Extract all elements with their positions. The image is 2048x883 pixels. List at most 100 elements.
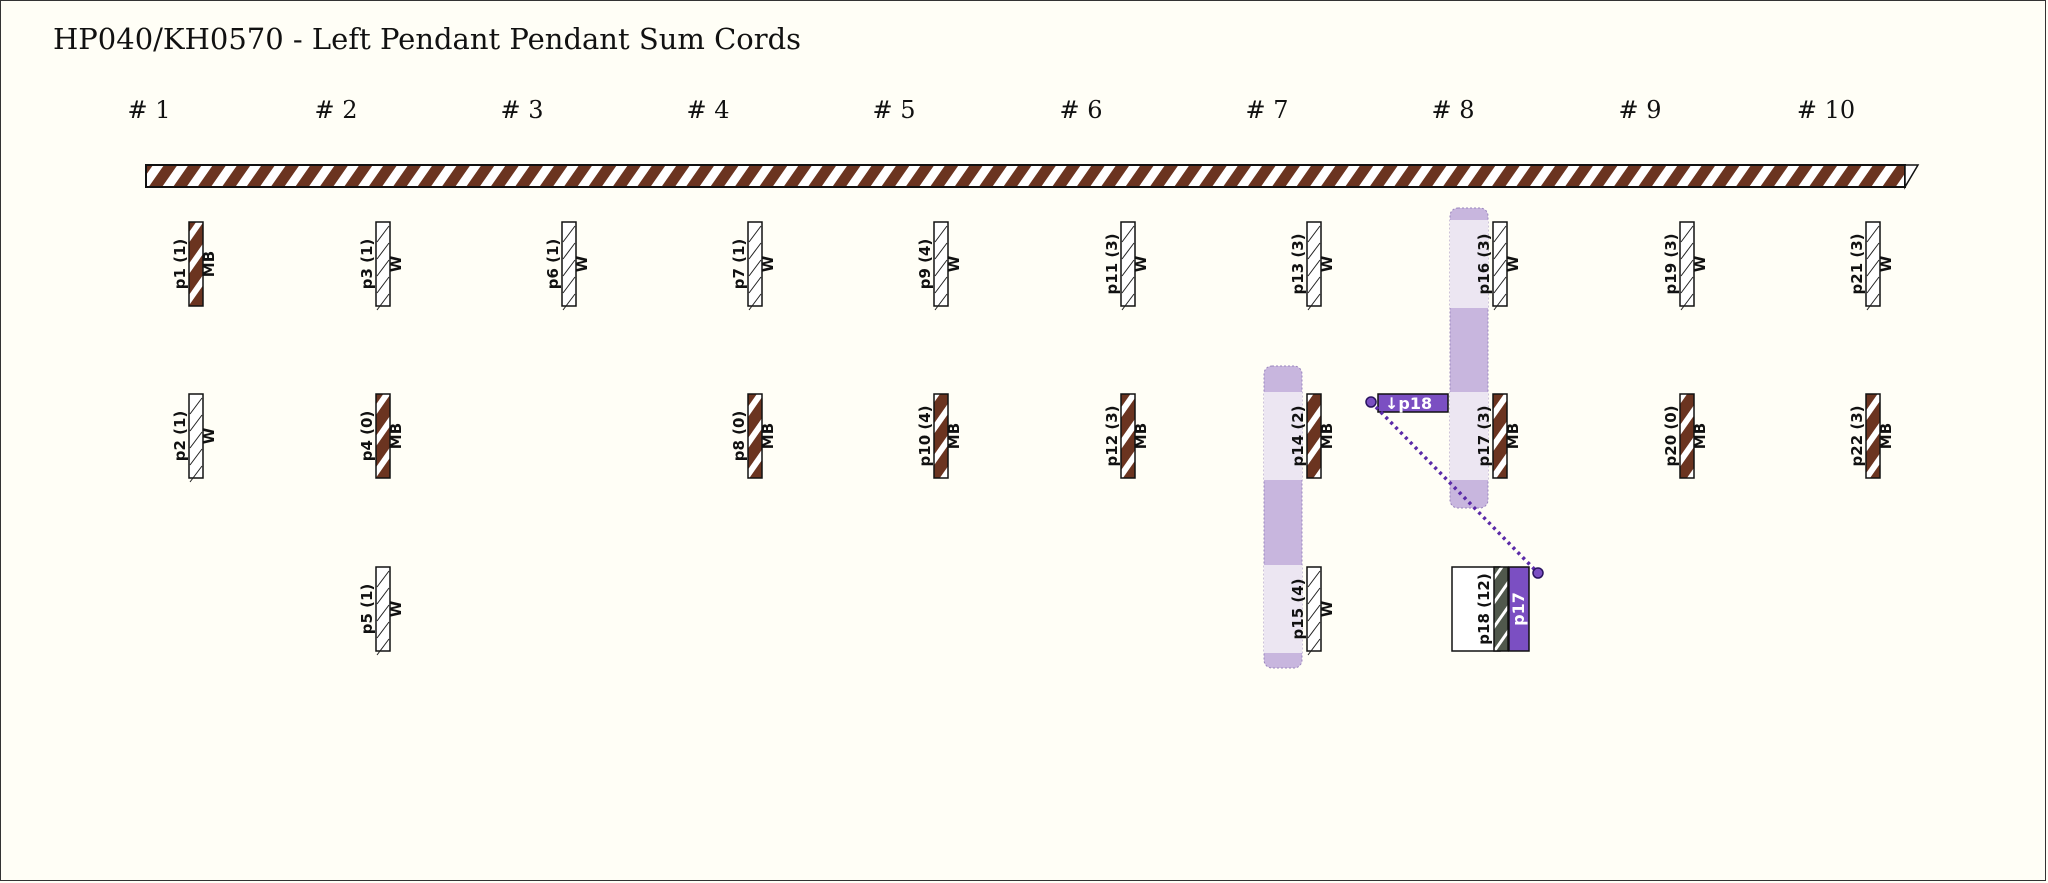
- cord-bar: [933, 393, 949, 479]
- cord-label: p5 (1): [358, 584, 376, 635]
- pendant-cord: p16 (3) W: [1475, 221, 1522, 311]
- cord-bar: [1865, 221, 1881, 307]
- cord-label: p19 (3): [1662, 234, 1680, 295]
- cord-label: p21 (3): [1848, 234, 1866, 295]
- cord-color-label: W: [1691, 255, 1709, 272]
- cord-color-label: MB: [1691, 423, 1709, 449]
- cord-color-label: MB: [1504, 423, 1522, 449]
- cord-color-label: W: [759, 255, 777, 272]
- cord-color-label: W: [945, 255, 963, 272]
- link-line: [1369, 400, 1540, 575]
- pendant-cord: p1 (1) MB: [171, 221, 218, 307]
- cord-color-label: MB: [759, 423, 777, 449]
- group-label-2: # 2: [314, 96, 357, 124]
- pendant-cord: p21 (3) W: [1848, 221, 1895, 311]
- cord-label: p7 (1): [730, 239, 748, 290]
- pendant-cord: p8 (0) MB: [730, 393, 777, 479]
- cord-label: p2 (1): [171, 411, 189, 462]
- cord-color-label: W: [387, 600, 405, 617]
- group-label-1: # 1: [127, 96, 170, 124]
- link-tag-down-label: p17: [1509, 592, 1528, 626]
- cord-label: p14 (2): [1289, 406, 1307, 467]
- link-endpoint: [1365, 396, 1377, 408]
- cord-bar: [1679, 393, 1695, 479]
- cord-label: p3 (1): [358, 239, 376, 290]
- cord-label: p4 (0): [358, 411, 376, 462]
- cord-color-label: MB: [1318, 423, 1336, 449]
- cord-label: p8 (0): [730, 411, 748, 462]
- cord-color-label: MB: [1877, 423, 1895, 449]
- group-label-9: # 9: [1618, 96, 1661, 124]
- cord-color-label: MB: [200, 251, 218, 277]
- cord-bar: [561, 221, 577, 307]
- cord-label: p16 (3): [1475, 234, 1493, 295]
- link-tag-down: [1508, 566, 1530, 652]
- highlight-band: [1450, 392, 1488, 480]
- diagram-title: HP040/KH0570 - Left Pendant Pendant Sum …: [53, 22, 802, 56]
- cord-color-label: W: [1318, 600, 1336, 617]
- pendant-cord: p22 (3) MB: [1848, 393, 1895, 479]
- cord-label: p22 (3): [1848, 406, 1866, 467]
- cord-bar: [747, 221, 763, 307]
- cord-label: p18 (12): [1475, 573, 1493, 644]
- cord-label: p13 (3): [1289, 234, 1307, 295]
- cord-label: p9 (4): [916, 239, 934, 290]
- cord-color-label: W: [1877, 255, 1895, 272]
- cord-color-label: MB: [1132, 423, 1150, 449]
- cord-bar: [1120, 393, 1136, 479]
- pendant-cord: p7 (1) W: [730, 221, 777, 311]
- pendant-cord: p6 (1)W: [544, 221, 591, 311]
- cord-color-label: W: [1504, 255, 1522, 272]
- cord-bar: [1865, 393, 1881, 479]
- link-tag-up: ↓p18: [1377, 393, 1449, 413]
- group-label-10: # 10: [1797, 96, 1855, 124]
- pendant-cord: p3 (1) W: [358, 221, 405, 311]
- group-label-7: # 7: [1245, 96, 1288, 124]
- cord-bar: [1492, 221, 1508, 307]
- cord-color-label: W: [200, 427, 218, 444]
- cord-label: p20 (0): [1662, 406, 1680, 467]
- pendant-cord: p15 (4) W: [1289, 566, 1336, 656]
- pendant-cord: p17 (3) MB: [1475, 393, 1522, 479]
- cord-label: p10 (4): [916, 406, 934, 467]
- cord-label: p15 (4): [1289, 579, 1307, 640]
- pendant-cord: p12 (3)MB: [1103, 393, 1150, 479]
- cord-label: p17 (3): [1475, 406, 1493, 467]
- pendant-cord: p20 (0) MB: [1662, 393, 1709, 479]
- main-cord-end: [1904, 164, 1920, 190]
- cord-bar: [375, 566, 391, 652]
- cord-color-label: W: [1132, 255, 1150, 272]
- highlight-band: [1264, 392, 1302, 480]
- pendant-cord: p13 (3) W: [1289, 221, 1336, 311]
- cord-bar: [375, 393, 391, 479]
- cord-color-label: W: [1318, 255, 1336, 272]
- link-endpoint: [1532, 567, 1544, 579]
- pendant-cord: p9 (4) W: [916, 221, 963, 311]
- cord-label: p1 (1): [171, 239, 189, 290]
- pendant-cord: p19 (3) W: [1662, 221, 1709, 311]
- group-label-5: # 5: [872, 96, 915, 124]
- pendant-cord: p4 (0) MB: [358, 393, 405, 479]
- group-label-4: # 4: [686, 96, 729, 124]
- group-label-6: # 6: [1059, 96, 1102, 124]
- cord-color-label: MB: [945, 423, 963, 449]
- pendant-cord: p2 (1) W: [171, 393, 218, 483]
- cord-color-label: MB: [387, 423, 405, 449]
- cord-label: p6 (1): [544, 239, 562, 290]
- highlight-band: [1450, 220, 1488, 308]
- pendant-cord: p11 (3) W: [1103, 221, 1150, 311]
- cord-label: p11 (3): [1103, 234, 1121, 295]
- cord-color-label: W: [387, 255, 405, 272]
- group-label-3: # 3: [500, 96, 543, 124]
- cord-bar: [188, 393, 204, 479]
- cord-bar: [375, 221, 391, 307]
- pendant-cord: p10 (4) MB: [916, 393, 963, 479]
- main-cord: [145, 164, 1906, 188]
- pendant-cord: p14 (2) MB: [1289, 393, 1336, 479]
- cord-bar: [1306, 566, 1322, 652]
- cord-bar: [1306, 221, 1322, 307]
- cord-bar: [1679, 221, 1695, 307]
- cord-bar: [933, 221, 949, 307]
